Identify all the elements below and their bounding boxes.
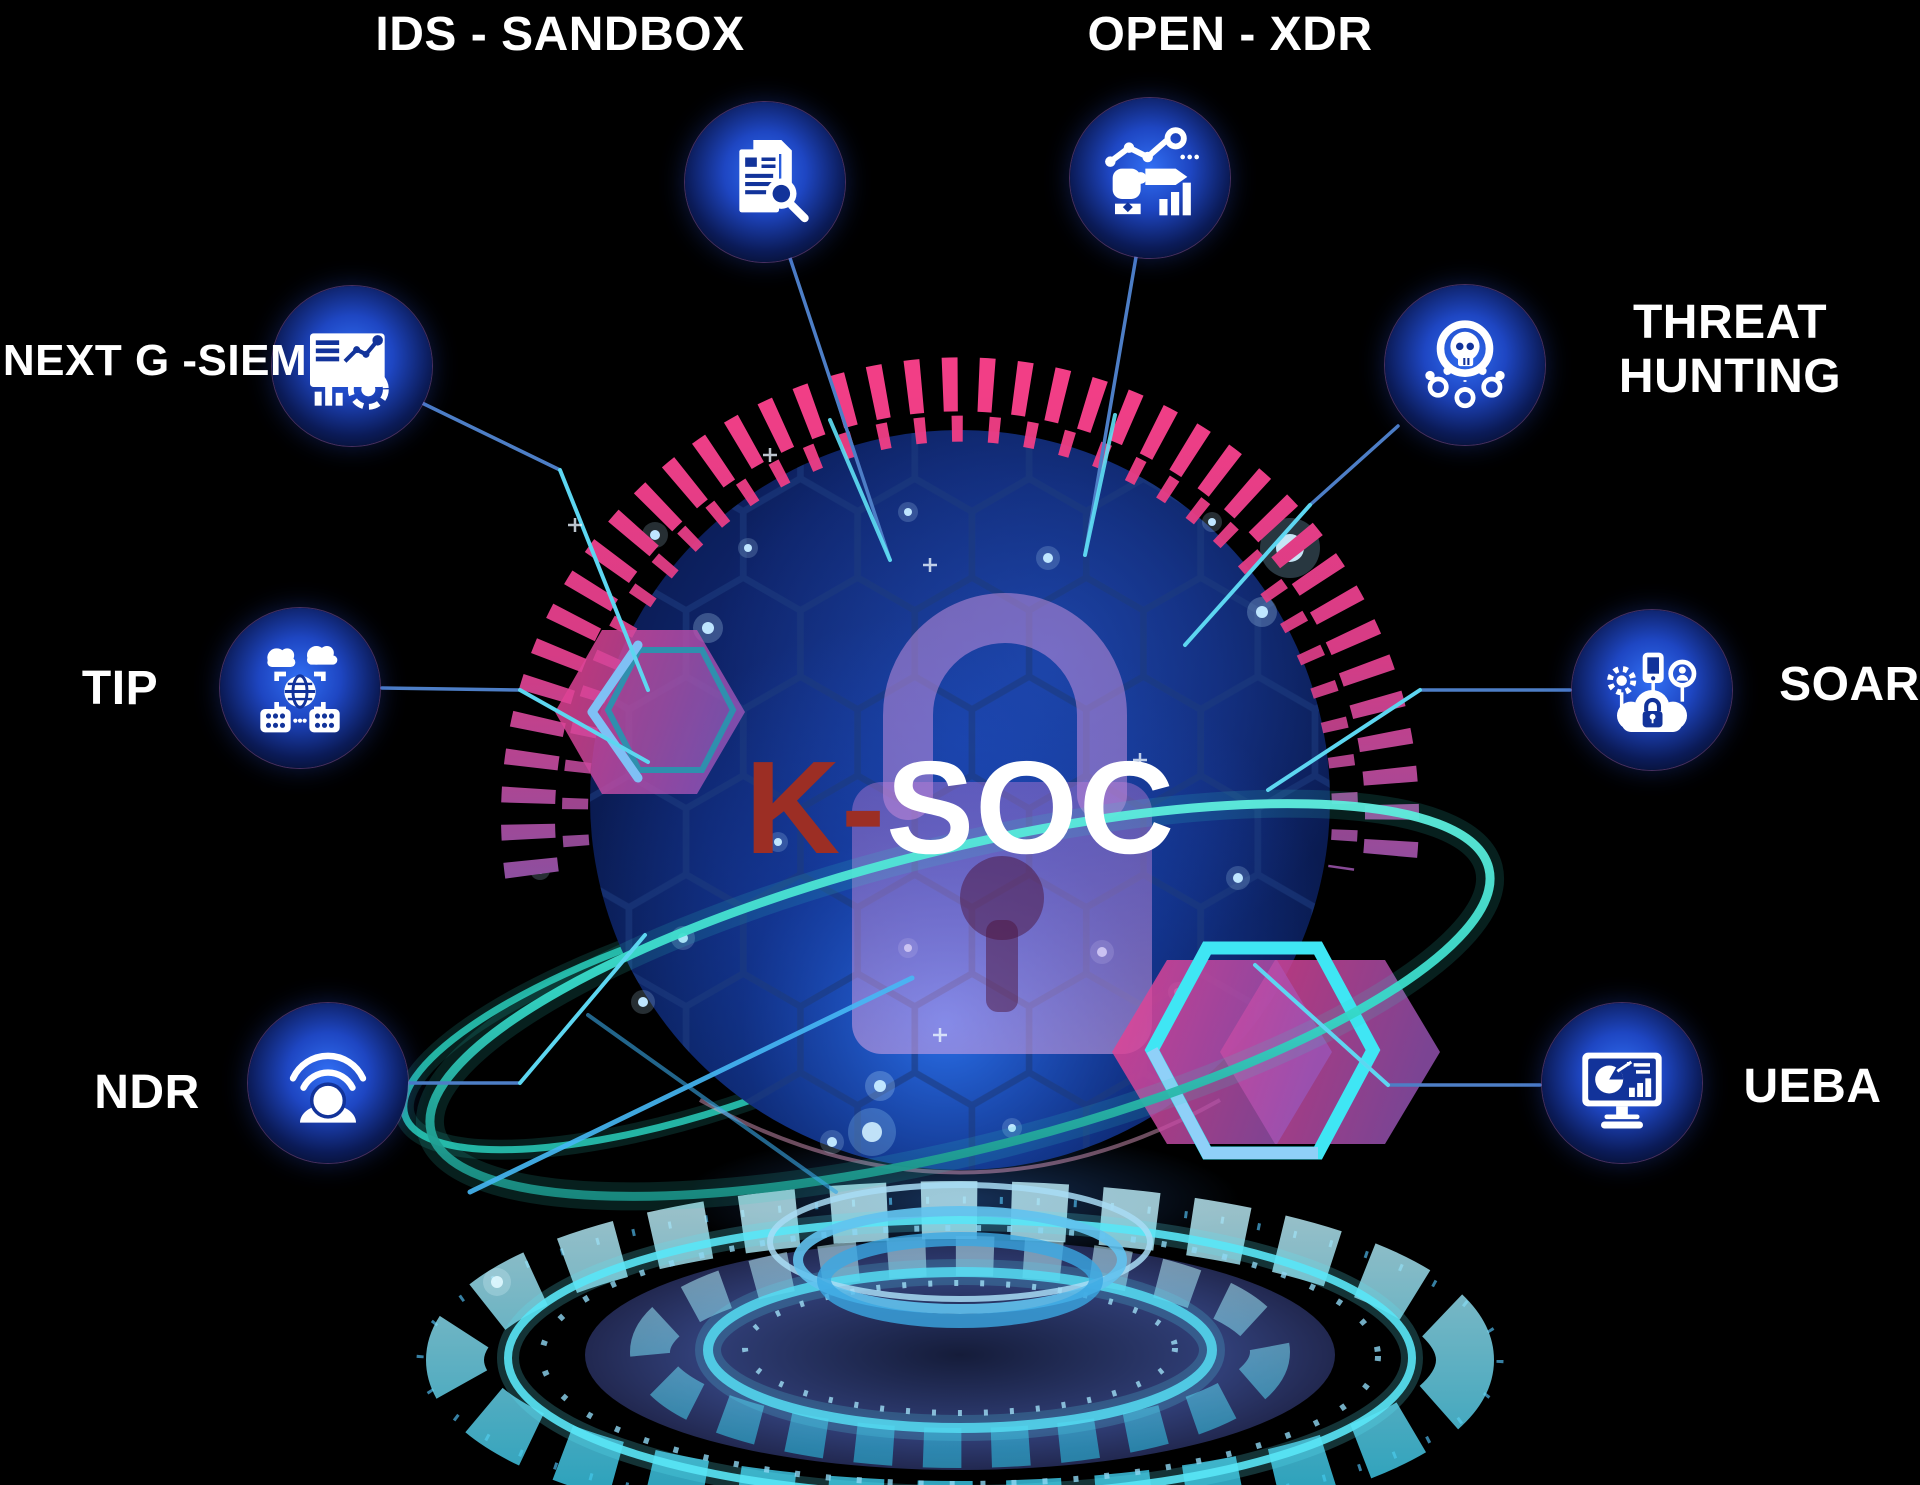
- cloud-lock-orchestration-icon: [1607, 652, 1697, 732]
- cloud-globe-servers-icon: [260, 646, 340, 733]
- dashboard-analytics-icon: [310, 333, 389, 410]
- hand-analytics-pencil-icon: [1105, 127, 1199, 216]
- label-threat-line1: THREAT: [1632, 296, 1828, 349]
- globe-sphere: [530, 430, 1330, 1175]
- hexagon-decoration-left: [555, 630, 745, 794]
- node-tip: [220, 608, 380, 768]
- node-next-g-siem: [272, 286, 432, 446]
- hexagon-decoration-right: [1112, 941, 1440, 1160]
- label-tip: TIP: [81, 662, 159, 715]
- node-open-xdr: [1070, 98, 1230, 258]
- center-title: K-SOC: [600, 742, 1320, 874]
- network-signal-sensor-icon: [289, 1052, 367, 1123]
- node-ndr: [248, 1003, 408, 1163]
- label-soar: SOAR: [1779, 658, 1920, 711]
- hologram-platform: [416, 1130, 1504, 1485]
- center-title-main: SOC: [886, 734, 1176, 881]
- sparkles: [568, 448, 1147, 1042]
- connector-lines: [380, 255, 1572, 1087]
- label-open-xdr: OPEN - XDR: [1087, 8, 1373, 61]
- node-soar: [1572, 610, 1732, 770]
- chevron-left-icon: [587, 640, 643, 783]
- label-threat-hunting: THREAT HUNTING: [1580, 296, 1880, 404]
- label-ndr: NDR: [94, 1066, 200, 1119]
- label-ueba: UEBA: [1743, 1060, 1882, 1113]
- document-search-icon: [739, 140, 809, 223]
- node-threat-hunting: [1385, 285, 1545, 445]
- node-ids-sandbox: [685, 102, 845, 262]
- label-ids-sandbox: IDS - SANDBOX: [375, 8, 745, 61]
- label-threat-line2: HUNTING: [1618, 349, 1842, 403]
- skull-network-icon: [1425, 320, 1505, 409]
- light-streaks: [467, 975, 915, 1195]
- label-next-g-siem: NEXT G -SIEM: [2, 336, 308, 385]
- monitor-pie-chart-icon: [1582, 1052, 1662, 1129]
- orbit-ring-large: [415, 789, 1505, 1211]
- center-title-prefix: K-: [744, 734, 887, 881]
- node-ueba: [1542, 1003, 1702, 1163]
